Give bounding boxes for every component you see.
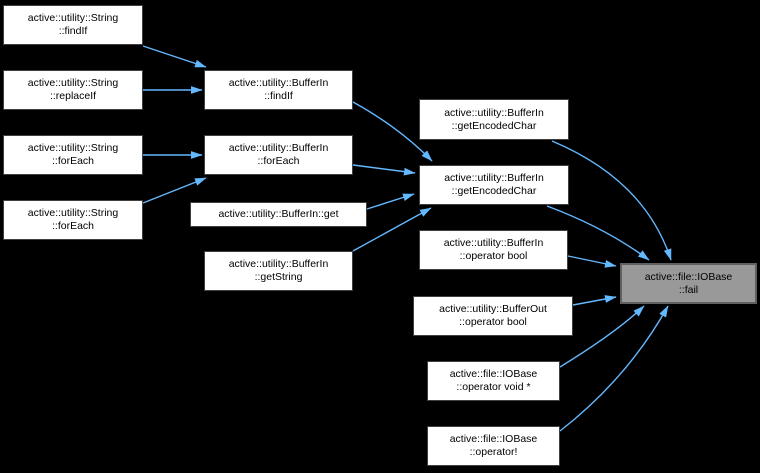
node-label: ::operator bool [459, 250, 528, 262]
node-label: ::findIf [264, 90, 293, 102]
node-iobase-operator-not[interactable]: active::file::IOBase ::operator! [427, 426, 560, 466]
node-label: active::utility::String [27, 12, 119, 24]
node-label: active::utility::BufferIn [228, 77, 329, 89]
edge-bufferin-get-to-getencodedchar-2 [366, 193, 415, 210]
node-label: ::getEncodedChar [451, 185, 537, 197]
node-label: active::utility::BufferIn [228, 258, 329, 270]
node-bufferin-getencodedchar-2[interactable]: active::utility::BufferIn ::getEncodedCh… [419, 165, 569, 205]
node-label: active::utility::BufferIn [444, 106, 544, 119]
node-label: active::utility::String [27, 207, 119, 219]
node-bufferin-get[interactable]: active::utility::BufferIn::get [190, 202, 367, 227]
node-label: active::utility::BufferIn [228, 142, 329, 154]
edge-getencodedchar-2-to-fail [546, 205, 650, 261]
node-label: ::operator! [469, 446, 518, 458]
node-string-replaceif[interactable]: active::utility::String ::replaceIf [3, 70, 143, 110]
node-bufferout-operator-bool[interactable]: active::utility::BufferOut ::operator bo… [413, 296, 573, 336]
node-string-foreach-1[interactable]: active::utility::String ::forEach [3, 135, 143, 175]
edge-bufferin-operator-bool-to-fail [567, 255, 617, 268]
node-label: ::replaceIf [49, 90, 97, 102]
edge-bufferin-foreach-to-getencodedchar-2 [352, 164, 416, 176]
edge-string-findif-to-bufferin-findif [142, 45, 207, 68]
node-label: ::findIf [58, 25, 88, 37]
node-label: active::utility::BufferIn [444, 172, 544, 184]
node-label: ::forEach [257, 155, 300, 167]
edge-iobase-operator-void-to-fail [559, 305, 645, 368]
node-label: ::fail [678, 283, 699, 296]
node-bufferin-foreach[interactable]: active::utility::BufferIn ::forEach [204, 135, 353, 175]
node-label: active::utility::String [27, 142, 119, 154]
edge-iobase-operator-not-to-fail [559, 305, 669, 432]
node-string-findif[interactable]: active::utility::String ::findIf [3, 5, 143, 45]
node-label: ::operator void * [456, 381, 531, 393]
node-label: active::file::IOBase [449, 368, 538, 380]
node-bufferin-getstring[interactable]: active::utility::BufferIn ::getString [204, 251, 353, 291]
node-string-foreach-2[interactable]: active::utility::String ::forEach [3, 200, 143, 240]
node-label: ::operator bool [459, 316, 527, 328]
node-bufferin-operator-bool[interactable]: active::utility::BufferIn ::operator boo… [419, 230, 568, 270]
edge-bufferout-operator-bool-to-fail [572, 295, 617, 306]
node-bufferin-findif[interactable]: active::utility::BufferIn ::findIf [204, 70, 353, 110]
node-bufferin-getencodedchar-1[interactable]: active::utility::BufferIn ::getEncodedCh… [419, 99, 569, 140]
node-label: active::utility::BufferIn::get [218, 208, 339, 220]
edge-string-foreach-2-to-bufferin-foreach [142, 177, 207, 204]
node-label: ::forEach [51, 155, 95, 167]
node-label: ::getString [254, 271, 303, 283]
node-iobase-fail-current: active::file::IOBase ::fail [620, 263, 757, 304]
node-label: active::utility::String [27, 77, 119, 89]
node-label: active::utility::BufferOut [439, 303, 547, 315]
edge-getencodedchar-1-to-fail [551, 140, 672, 261]
node-label: active::file::IOBase [449, 433, 538, 445]
edge-bufferin-getstring-to-getencodedchar-2 [352, 207, 432, 252]
node-label: active::file::IOBase [644, 270, 733, 283]
node-iobase-operator-void[interactable]: active::file::IOBase ::operator void * [427, 361, 560, 401]
node-label: ::getEncodedChar [451, 119, 537, 132]
node-label: active::utility::BufferIn [443, 237, 544, 249]
node-label: ::forEach [51, 220, 95, 232]
edge-bufferin-findif-to-getencodedchar-2 [352, 101, 433, 162]
